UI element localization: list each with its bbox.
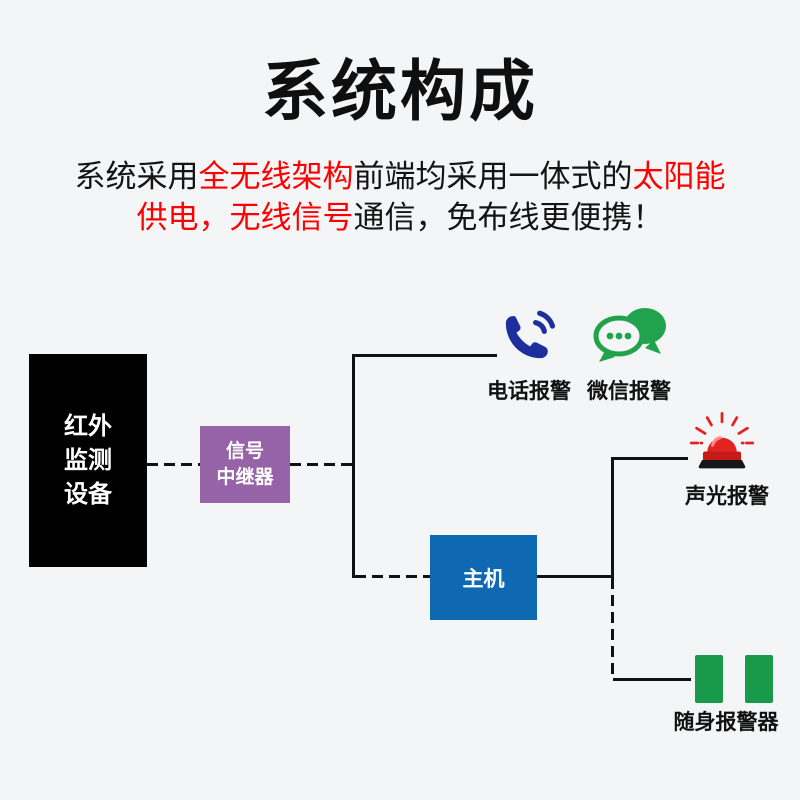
node-label: 主机 (462, 567, 505, 591)
node-label-line: 信号 (225, 440, 264, 462)
phone-alarm-label: 电话报警 (487, 380, 571, 403)
subtitle-segment: 通信，免布线更便携！ (353, 200, 664, 235)
subtitle-segment: 系统采用 (74, 159, 199, 194)
subtitle: 系统采用全无线架构前端均采用一体式的太阳能 供电，无线信号通信，免布线更便携！ (0, 156, 800, 238)
connector-device-to-repeater (147, 463, 200, 466)
siren-light-icon (689, 411, 755, 469)
subtitle-line-1: 系统采用全无线架构前端均采用一体式的太阳能 (0, 156, 800, 197)
portable-alarm-label: 随身报警器 (673, 711, 779, 734)
connector-host-to-branch (537, 575, 613, 578)
wechat-alarm-label: 微信报警 (587, 380, 671, 403)
connector-split-to-host (355, 575, 430, 578)
subtitle-line-2: 供电，无线信号通信，免布线更便携！ (0, 197, 800, 238)
subtitle-segment: 前端均采用一体式的 (353, 159, 633, 194)
portable-alarm-icon (745, 655, 773, 703)
node-label-line: 设备 (64, 480, 112, 508)
connector-branch-vertical-upper (611, 457, 614, 578)
connector-split-to-remote-alarms (352, 354, 497, 357)
node-signal-repeater: 信号 中继器 (200, 426, 290, 503)
connector-repeater-to-split (290, 463, 352, 466)
subtitle-segment-highlight: 供电，无线信号 (136, 200, 354, 235)
connector-branch-vertical-lower (611, 578, 614, 680)
node-host: 主机 (430, 535, 537, 620)
subtitle-segment-highlight: 太阳能 (632, 159, 726, 194)
connector-branch-to-siren (613, 457, 688, 460)
wechat-chat-icon (593, 308, 666, 362)
connector-branch-to-portable-alarm (613, 678, 691, 681)
page-title: 系统构成 (262, 54, 538, 128)
node-label-line: 红外 (64, 412, 112, 440)
subtitle-segment-highlight: 全无线架构 (198, 159, 354, 194)
portable-alarm-icon (695, 655, 723, 703)
node-infrared-monitor-device: 红外 监测 设备 (29, 354, 147, 567)
node-label-line: 中继器 (216, 466, 274, 488)
phone-call-icon (505, 310, 556, 359)
siren-alarm-label: 声光报警 (685, 485, 769, 508)
node-label-line: 监测 (64, 446, 112, 474)
connector-split-vertical (352, 354, 355, 578)
